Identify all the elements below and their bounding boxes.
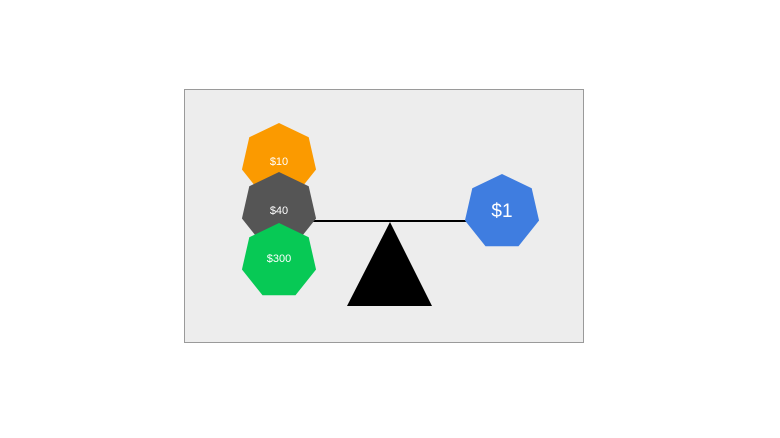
scene-panel — [184, 89, 584, 343]
